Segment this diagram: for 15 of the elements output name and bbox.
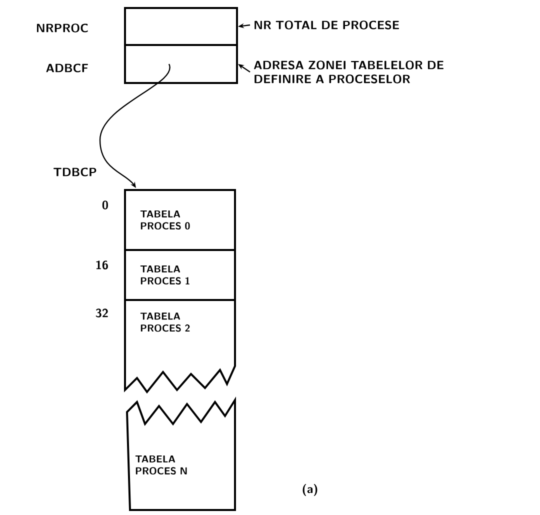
label: (a) [302, 484, 318, 496]
process-table: TABELA PROCES 1 [124, 249, 236, 301]
annotation-text: NR TOTAL DE PROCESE [254, 20, 399, 30]
process-table: TABELA PROCES N [126, 396, 236, 511]
label: TDBCP [54, 168, 96, 176]
offset-label: 0 [102, 200, 108, 210]
offset-label: 32 [96, 308, 108, 318]
offset-label: 16 [96, 260, 108, 270]
process-table: TABELA PROCES 0 [124, 189, 236, 251]
memory-cell [124, 44, 238, 84]
offset-label: ADBCF [46, 64, 88, 72]
offset-label: NRPROC [36, 24, 88, 32]
process-table: TABELA PROCES 2 [124, 300, 236, 394]
memory-cell [124, 7, 238, 46]
annotation-text: ADRESA ZONEI TABELELOR DE DEFINIRE A PROCESELOR [254, 60, 444, 84]
